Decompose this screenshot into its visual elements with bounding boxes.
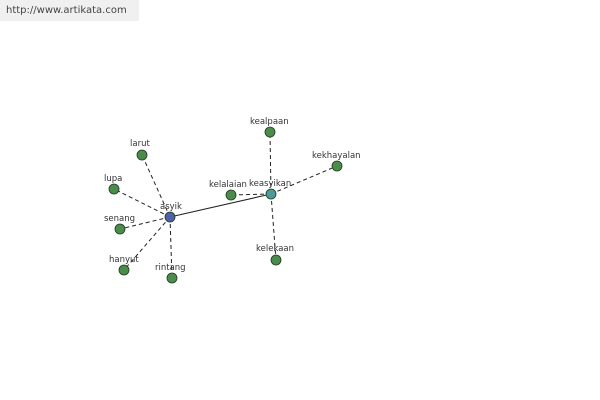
node-larut[interactable] (136, 149, 148, 161)
node-label-kekhayalan: kekhayalan (312, 151, 361, 161)
node-label-rintang: rintang (155, 263, 186, 273)
node-label-kealpaan: kealpaan (250, 117, 289, 127)
node-label-senang: senang (104, 214, 135, 224)
node-hanyut[interactable] (118, 264, 130, 276)
edge-asyik-larut (141, 154, 171, 218)
edges-layer (113, 131, 338, 279)
labels-layer: asyik keasyikan larut lupa senang hanyut rinta… (104, 117, 361, 273)
url-banner[interactable]: http://www.artikata.com (0, 0, 139, 21)
node-label-asyik: asyik (160, 202, 182, 212)
node-lupa[interactable] (108, 183, 120, 195)
edge-asyik-rintang (169, 216, 173, 279)
edge-asyik-hanyut (123, 216, 171, 271)
node-senang[interactable] (114, 223, 126, 235)
edge-keasyikan-kekhayalan (270, 165, 338, 195)
node-label-kelalaian: kelalaian (209, 180, 247, 190)
node-label-lupa: lupa (104, 174, 122, 184)
edge-asyik-keasyikan (169, 193, 272, 218)
node-keasyikan[interactable] (265, 188, 277, 200)
node-kelekaan[interactable] (270, 254, 282, 266)
node-kealpaan[interactable] (264, 126, 276, 138)
node-label-keasyikan: keasyikan (249, 179, 291, 189)
node-label-hanyut: hanyut (109, 255, 139, 265)
edge-asyik-senang (119, 216, 171, 230)
edge-asyik-lupa (113, 188, 171, 218)
node-asyik[interactable] (164, 211, 176, 223)
edge-keasyikan-kealpaan (269, 131, 272, 195)
node-kelalaian[interactable] (225, 189, 237, 201)
node-kekhayalan[interactable] (331, 160, 343, 172)
node-rintang[interactable] (166, 272, 178, 284)
nodes-layer (108, 126, 343, 284)
node-label-kelekaan: kelekaan (256, 244, 294, 254)
node-label-larut: larut (130, 139, 150, 149)
